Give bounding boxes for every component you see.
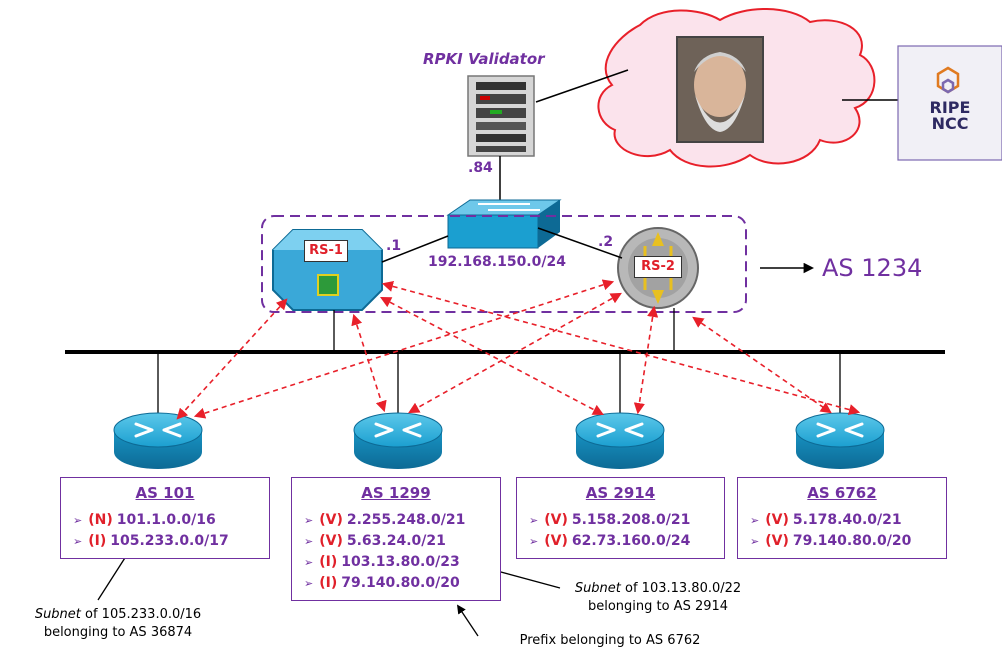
router-icon xyxy=(795,412,885,469)
person-photo xyxy=(676,36,764,143)
router-icon xyxy=(575,412,665,469)
prefix-item: ➢(I)105.233.0.0/17 xyxy=(73,533,229,549)
as-box-title: AS 101 xyxy=(135,484,195,502)
session xyxy=(381,280,861,416)
note-subnet-103: Subnet of 103.13.80.0/22 belonging to AS… xyxy=(574,581,742,614)
as-box-2914: AS 2914 ➢(V)5.158.208.0/21 ➢(V)62.73.160… xyxy=(516,477,725,559)
ripe-logo-mark xyxy=(936,66,960,94)
ncc-text: NCC xyxy=(931,114,969,133)
prefix-item: ➢(V)2.255.248.0/21 xyxy=(304,512,466,528)
validator-title: RPKI Validator xyxy=(423,50,545,68)
rs1-ip: .1 xyxy=(386,238,402,254)
router-icon xyxy=(353,412,443,469)
note-prefix-6762: Prefix belonging to AS 6762 xyxy=(519,633,701,648)
prefix-item: ➢(V)62.73.160.0/24 xyxy=(529,533,691,549)
ripe-text: RIPE xyxy=(929,98,971,117)
as-box-101: AS 101 ➢(N)101.1.0.0/16 ➢(I)105.233.0.0/… xyxy=(60,477,270,559)
as-box-title: AS 6762 xyxy=(807,484,877,502)
switch xyxy=(446,199,562,249)
session xyxy=(176,298,288,420)
rs2-label: RS-2 xyxy=(634,256,682,278)
as-box-title: AS 1299 xyxy=(361,484,431,502)
ripe-logo-text: RIPE NCC xyxy=(898,100,1002,132)
session xyxy=(351,313,387,413)
session xyxy=(633,305,659,415)
ripe-ncc-logo xyxy=(897,45,1002,161)
validator-ip: .84 xyxy=(468,160,493,176)
prefix-item: ➢(V)5.158.208.0/21 xyxy=(529,512,691,528)
prefix-item: ➢(I)79.140.80.0/20 xyxy=(304,575,460,591)
session xyxy=(193,279,615,419)
prefix-item: ➢(V)5.178.40.0/21 xyxy=(750,512,902,528)
as1234-boundary xyxy=(261,215,747,313)
prefix-item: ➢(N)101.1.0.0/16 xyxy=(73,512,216,528)
note-subnet-105: Subnet of 105.233.0.0/16 belonging to AS… xyxy=(34,607,202,640)
router-icon xyxy=(113,412,203,469)
prefix-item: ➢(I)103.13.80.0/23 xyxy=(304,554,460,570)
rs1-label: RS-1 xyxy=(304,240,348,262)
as-box-title: AS 2914 xyxy=(585,484,656,502)
prefix-item: ➢(V)5.63.24.0/21 xyxy=(304,533,446,549)
as1234-label: AS 1234 xyxy=(822,254,923,282)
prefix-item: ➢(V)79.140.80.0/20 xyxy=(750,533,912,549)
rs2-ip: .2 xyxy=(598,234,614,250)
as-box-6762: AS 6762 ➢(V)5.178.40.0/21 ➢(V)79.140.80.… xyxy=(737,477,947,559)
as-box-1299: AS 1299 ➢(V)2.255.248.0/21 ➢(V)5.63.24.0… xyxy=(291,477,501,601)
session xyxy=(692,316,832,414)
session xyxy=(380,296,604,416)
subnet-label: 192.168.150.0/24 xyxy=(428,254,566,270)
rpki-validator-server xyxy=(467,75,535,157)
